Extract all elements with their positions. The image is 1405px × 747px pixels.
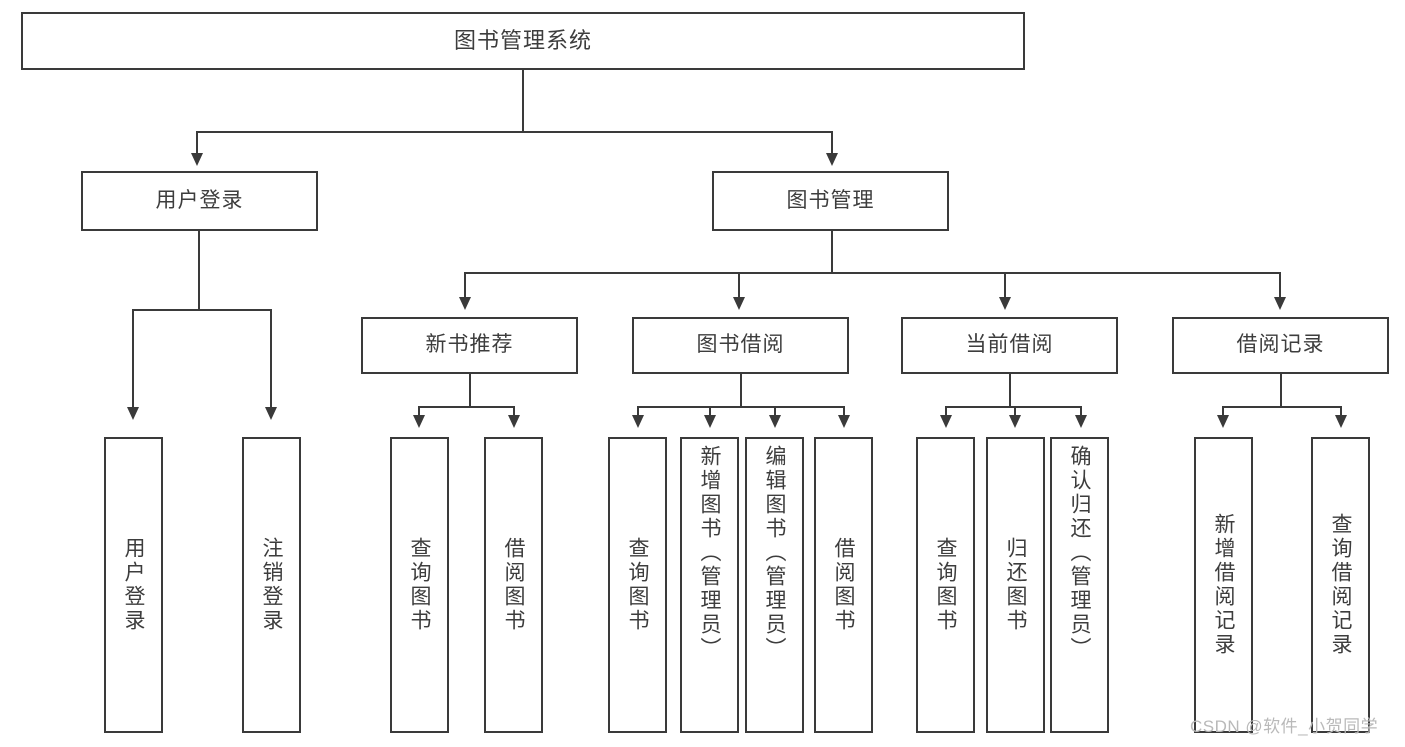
connector-bb-drop-4 — [843, 406, 845, 418]
node-label: 查询图书 — [934, 537, 957, 633]
arrowhead-leaf-cur-return — [1009, 415, 1021, 428]
arrowhead-leaf-rec-add — [1217, 415, 1229, 428]
arrowhead-leaf-borrow-edit — [769, 415, 781, 428]
connector-cb-drop-3 — [1080, 406, 1082, 418]
connector-bm-drop-book-borrow — [738, 272, 740, 300]
node-label: 当前借阅 — [965, 333, 1054, 357]
node-leaf-rec-query[interactable]: 查询图书 — [390, 437, 449, 733]
arrowhead-leaf-rec-search — [1335, 415, 1347, 428]
node-label: 借阅图书 — [502, 537, 525, 633]
node-leaf-borrow-edit[interactable]: 编辑图书（管理员） — [745, 437, 804, 733]
node-label: 图书管理 — [786, 188, 875, 212]
connector-br-drop-2 — [1340, 406, 1342, 418]
connector-bb-drop-1 — [637, 406, 639, 418]
connector-bm-drop-new-book — [464, 272, 466, 300]
arrowhead-leaf-cur-query — [940, 415, 952, 428]
arrowhead-leaf-borrow-lend — [838, 415, 850, 428]
arrowhead-leaf-rec-query — [413, 415, 425, 428]
node-label: 借阅图书 — [832, 537, 855, 633]
arrowhead-current-borrow — [999, 297, 1011, 310]
connector-new-book-drop-1 — [418, 406, 420, 418]
watermark: CSDN @软件_小贺同学 — [1190, 717, 1379, 736]
connector-book-manage-bus — [464, 272, 1281, 274]
node-leaf-cur-query[interactable]: 查询图书 — [916, 437, 975, 733]
node-label: 查询图书 — [626, 537, 649, 633]
node-leaf-rec-add[interactable]: 新增借阅记录 — [1194, 437, 1253, 733]
node-label: 编辑图书（管理员） — [763, 445, 786, 661]
arrowhead-borrow-record — [1274, 297, 1286, 310]
connector-root-to-user-login — [196, 131, 198, 156]
arrowhead-book-borrow — [733, 297, 745, 310]
connector-br-drop-1 — [1222, 406, 1224, 418]
node-label: 查询借阅记录 — [1329, 513, 1352, 657]
arrowhead-leaf-borrow-add — [704, 415, 716, 428]
connector-cb-drop-2 — [1014, 406, 1016, 418]
arrowhead-leaf-cur-confirm — [1075, 415, 1087, 428]
node-label: 归还图书 — [1004, 537, 1027, 633]
arrowhead-book-manage — [826, 153, 838, 166]
connector-bm-drop-borrow-record — [1279, 272, 1281, 300]
connector-book-manage-stem — [831, 231, 833, 273]
connector-bb-drop-2 — [709, 406, 711, 418]
node-borrow-record[interactable]: 借阅记录 — [1172, 317, 1389, 374]
node-user-login[interactable]: 用户登录 — [81, 171, 318, 231]
node-label: 查询图书 — [408, 537, 431, 633]
node-leaf-rec-search[interactable]: 查询借阅记录 — [1311, 437, 1370, 733]
node-book-borrow[interactable]: 图书借阅 — [632, 317, 849, 374]
node-label: 借阅记录 — [1236, 333, 1325, 357]
node-label: 用户登录 — [122, 537, 145, 633]
connector-root-bus — [196, 131, 833, 133]
node-leaf-rec-borrow[interactable]: 借阅图书 — [484, 437, 543, 733]
connector-root-stem — [522, 70, 524, 132]
node-leaf-cur-return[interactable]: 归还图书 — [986, 437, 1045, 733]
node-label: 图书管理系统 — [453, 28, 592, 54]
node-current-borrow[interactable]: 当前借阅 — [901, 317, 1118, 374]
connector-user-login-bus — [132, 309, 271, 311]
node-label: 新增图书（管理员） — [698, 445, 721, 661]
connector-bb-drop-3 — [774, 406, 776, 418]
arrowhead-leaf-rec-borrow — [508, 415, 520, 428]
node-label: 新书推荐 — [425, 333, 514, 357]
node-book-manage[interactable]: 图书管理 — [712, 171, 949, 231]
node-label: 用户登录 — [155, 188, 244, 212]
connector-borrow-record-stem — [1280, 374, 1282, 407]
connector-user-login-drop-2 — [270, 309, 272, 409]
connector-book-borrow-bus — [637, 406, 844, 408]
arrowhead-leaf-borrow-query — [632, 415, 644, 428]
connector-bm-drop-current-borrow — [1004, 272, 1006, 300]
connector-user-login-drop-1 — [132, 309, 134, 409]
arrowhead-leaf-user-login — [127, 407, 139, 420]
connector-user-login-stem — [198, 231, 200, 310]
connector-book-borrow-stem — [740, 374, 742, 407]
node-root[interactable]: 图书管理系统 — [21, 12, 1025, 70]
connector-new-book-drop-2 — [513, 406, 515, 418]
node-leaf-cur-confirm[interactable]: 确认归还（管理员） — [1050, 437, 1109, 733]
connector-root-to-book-manage — [831, 131, 833, 156]
node-label: 图书借阅 — [696, 333, 785, 357]
connector-current-borrow-stem — [1009, 374, 1011, 407]
arrowhead-leaf-user-logout — [265, 407, 277, 420]
arrowhead-new-book-rec — [459, 297, 471, 310]
connector-new-book-bus — [418, 406, 513, 408]
arrowhead-user-login — [191, 153, 203, 166]
node-leaf-user-login[interactable]: 用户登录 — [104, 437, 163, 733]
connector-current-borrow-bus — [945, 406, 1080, 408]
node-leaf-user-logout[interactable]: 注销登录 — [242, 437, 301, 733]
connector-cb-drop-1 — [945, 406, 947, 418]
node-leaf-borrow-lend[interactable]: 借阅图书 — [814, 437, 873, 733]
node-leaf-borrow-query[interactable]: 查询图书 — [608, 437, 667, 733]
node-leaf-borrow-add[interactable]: 新增图书（管理员） — [680, 437, 739, 733]
node-label: 确认归还（管理员） — [1068, 445, 1091, 661]
connector-new-book-stem — [469, 374, 471, 407]
connector-borrow-record-bus — [1222, 406, 1340, 408]
node-new-book-rec[interactable]: 新书推荐 — [361, 317, 578, 374]
node-label: 新增借阅记录 — [1212, 513, 1235, 657]
node-label: 注销登录 — [260, 537, 283, 633]
